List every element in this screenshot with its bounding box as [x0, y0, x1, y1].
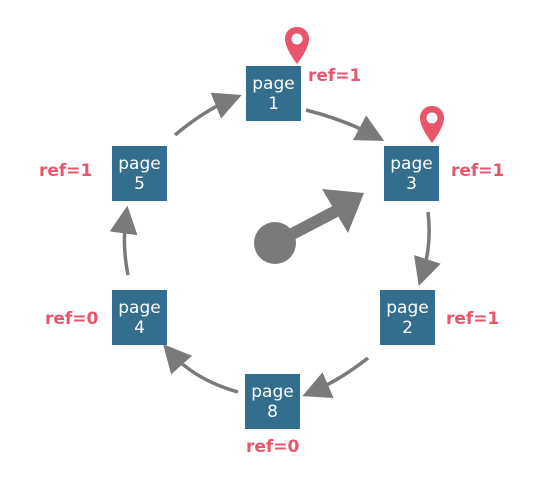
ref-label-page-2: ref=1 [446, 309, 500, 329]
page-number: 1 [268, 93, 279, 114]
page-word: page [386, 297, 429, 318]
arrow-page4-to-page5 [109, 205, 138, 276]
ref-label-page-1: ref=1 [308, 66, 362, 86]
page-number: 5 [134, 173, 145, 194]
page-node-3: page 3 [384, 146, 439, 201]
page-node-4: page 4 [112, 290, 167, 345]
arrow-page3-to-page2 [414, 211, 441, 286]
ref-label-page-5: ref=1 [39, 161, 93, 181]
page-number: 8 [267, 401, 278, 422]
page-number: 2 [402, 317, 413, 338]
arrow-page1-to-page3 [305, 108, 385, 141]
arrow-page5-to-page1 [173, 92, 242, 137]
arrow-page8-to-page4 [163, 344, 239, 394]
ref-label-page-4: ref=0 [45, 309, 99, 329]
page-word: page [118, 153, 161, 174]
page-number: 3 [406, 173, 417, 194]
page-node-2: page 2 [380, 290, 435, 345]
ref-label-page-3: ref=1 [451, 161, 505, 181]
ref-label-page-8: ref=0 [246, 437, 300, 457]
page-word: page [251, 381, 294, 402]
page-word: page [252, 73, 295, 94]
arrow-page2-to-page8 [302, 356, 370, 398]
map-pin-icon [285, 27, 309, 64]
page-word: page [390, 153, 433, 174]
page-node-5: page 5 [112, 146, 167, 201]
page-node-1: page 1 [246, 66, 301, 121]
page-number: 4 [134, 317, 145, 338]
page-word: page [118, 297, 161, 318]
page-node-8: page 8 [245, 374, 300, 429]
map-pin-icon [420, 106, 444, 143]
clock-hand-icon [254, 189, 364, 264]
